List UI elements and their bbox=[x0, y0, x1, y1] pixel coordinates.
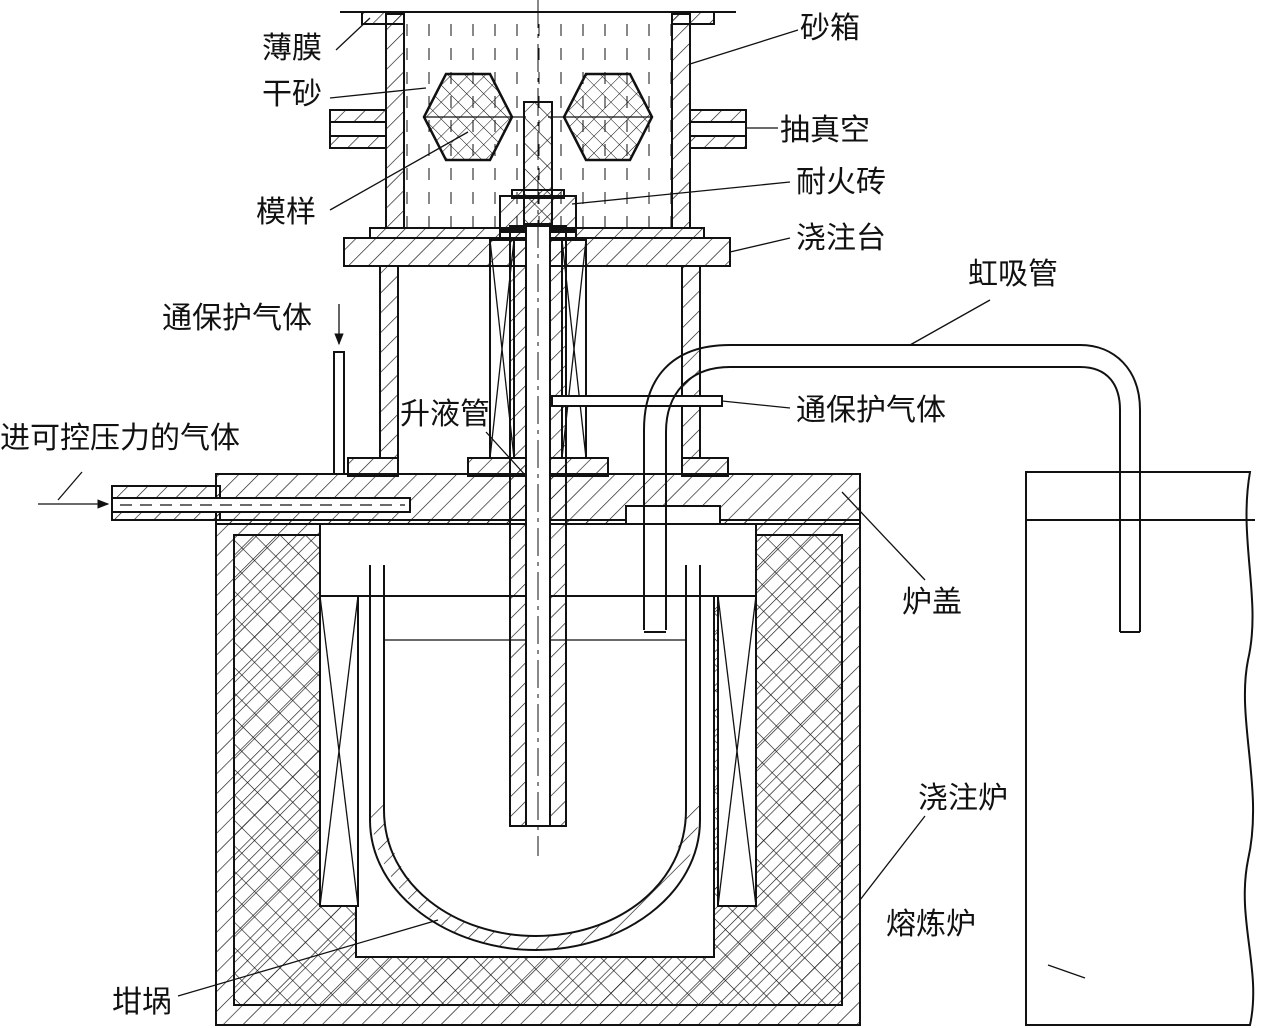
siphon-tube bbox=[643, 344, 1141, 633]
label-crucible: 坩埚 bbox=[112, 985, 172, 1020]
protective-gas-pipe bbox=[551, 395, 723, 407]
label-sand-box: 砂箱 bbox=[800, 11, 860, 46]
label-siphon-tube: 虹吸管 bbox=[968, 257, 1058, 292]
label-dry-sand: 干砂 bbox=[262, 77, 322, 112]
gas-inlet-pipe bbox=[111, 485, 411, 521]
label-furnace-lid: 炉盖 bbox=[902, 585, 962, 620]
label-pouring-table: 浇注台 bbox=[796, 221, 886, 256]
support-housing bbox=[333, 265, 729, 477]
label-refractory-brick: 耐火砖 bbox=[796, 165, 886, 200]
label-pouring-furnace: 浇注炉 bbox=[918, 781, 1008, 816]
label-film: 薄膜 bbox=[262, 31, 322, 66]
leader-lines bbox=[57, 17, 991, 997]
pattern-right bbox=[548, 72, 654, 162]
label-riser-tube: 升液管 bbox=[400, 397, 490, 432]
label-protective-gas-top: 通保护气体 bbox=[162, 301, 312, 336]
label-controlled-gas: 进可控压力的气体 bbox=[0, 421, 240, 456]
label-melting-furnace: 熔炼炉 bbox=[886, 907, 976, 942]
gas-arrows bbox=[38, 304, 344, 509]
label-protective-gas-right: 通保护气体 bbox=[796, 393, 946, 428]
label-pattern: 模样 bbox=[256, 195, 316, 230]
pattern-left bbox=[422, 72, 526, 162]
label-vacuum: 抽真空 bbox=[780, 113, 870, 148]
